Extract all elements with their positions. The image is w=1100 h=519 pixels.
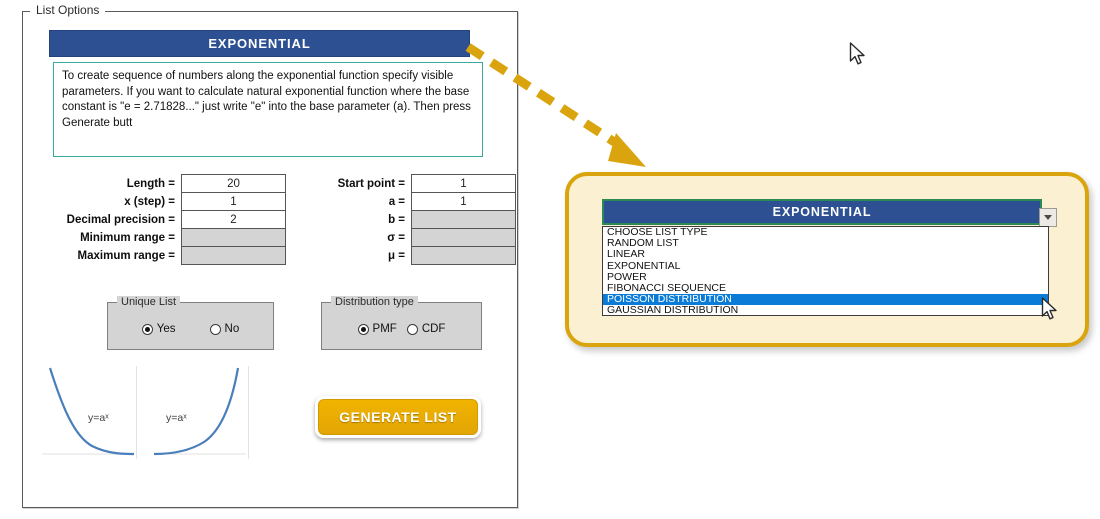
parameter-label: x (step) = xyxy=(124,195,175,208)
exponential-growth-curve-thumbnail: y=aˣ xyxy=(152,366,249,459)
unique-list-legend: Unique List xyxy=(117,296,181,308)
dropdown-selected-value[interactable]: EXPONENTIAL xyxy=(602,199,1042,225)
parameter-input xyxy=(411,210,516,229)
parameter-input[interactable]: 20 xyxy=(181,174,286,193)
radio-button-icon[interactable] xyxy=(406,323,418,335)
list-type-title-bar: EXPONENTIAL xyxy=(49,30,470,57)
distribution-type-radio-group: PMF CDF xyxy=(322,323,481,335)
dropdown-selected-text: EXPONENTIAL xyxy=(772,205,872,219)
radio-button-icon[interactable] xyxy=(357,323,369,335)
radio-option-pmf[interactable]: PMF xyxy=(357,323,397,335)
parameter-label: a = xyxy=(388,195,405,208)
parameter-label: Start point = xyxy=(337,177,405,190)
chevron-down-icon[interactable] xyxy=(1039,208,1057,227)
dropdown-option[interactable]: GAUSSIAN DISTRIBUTION xyxy=(607,304,739,316)
growth-curve-label: y=aˣ xyxy=(166,412,187,424)
parameter-row: Minimum range = xyxy=(60,228,286,247)
parameter-row: Length = 20 xyxy=(60,174,286,193)
parameter-input[interactable]: 1 xyxy=(411,192,516,211)
parameter-row: Start point = 1 xyxy=(290,174,516,193)
parameter-input xyxy=(411,246,516,265)
caret-glyph xyxy=(1044,215,1052,220)
generate-list-button[interactable]: GENERATE LIST xyxy=(315,396,481,438)
decay-curve-svg xyxy=(42,367,135,456)
distribution-type-legend: Distribution type xyxy=(331,296,418,308)
parameter-row: σ = xyxy=(290,228,516,247)
decay-curve-label: y=aˣ xyxy=(88,412,109,424)
parameter-input xyxy=(181,228,286,247)
dropdown-option[interactable]: POWER xyxy=(607,270,647,283)
dropdown-option[interactable]: FIBONACCI SEQUENCE xyxy=(607,281,727,294)
dropdown-option[interactable]: POISSON DISTRIBUTION xyxy=(603,293,1048,306)
parameter-label: Maximum range = xyxy=(77,249,175,262)
radio-button-icon[interactable] xyxy=(141,323,153,335)
radio-option-no[interactable]: No xyxy=(209,323,240,335)
unique-list-radio-group: Yes No xyxy=(108,323,273,335)
parameter-input xyxy=(181,246,286,265)
unique-list-groupbox: Unique List Yes No xyxy=(107,296,274,350)
parameter-row: μ = xyxy=(290,246,516,265)
parameter-row: Maximum range = xyxy=(60,246,286,265)
radio-option-label: CDF xyxy=(421,323,446,335)
dropdown-option[interactable]: CHOOSE LIST TYPE xyxy=(607,226,708,238)
radio-option-label: Yes xyxy=(156,323,176,335)
radio-button-icon[interactable] xyxy=(209,323,221,335)
parameter-input xyxy=(411,228,516,247)
description-textbox: To create sequence of numbers along the … xyxy=(53,62,483,157)
generate-list-button-label: GENERATE LIST xyxy=(339,409,457,425)
radio-option-label: PMF xyxy=(372,323,397,335)
parameter-label: Minimum range = xyxy=(80,231,175,244)
radio-option-label: No xyxy=(224,323,240,335)
radio-option-cdf[interactable]: CDF xyxy=(406,323,446,335)
dropdown-option[interactable]: RANDOM LIST xyxy=(607,237,679,250)
parameter-row: x (step) = 1 xyxy=(60,192,286,211)
parameter-row: a = 1 xyxy=(290,192,516,211)
list-options-legend: List Options xyxy=(30,3,106,17)
parameter-label: Length = xyxy=(126,177,175,190)
mouse-cursor-pointer xyxy=(849,42,865,65)
list-type-title-text: EXPONENTIAL xyxy=(208,36,311,51)
parameter-label: b = xyxy=(388,213,405,226)
radio-option-yes[interactable]: Yes xyxy=(141,323,176,335)
distribution-type-groupbox: Distribution type PMF CDF xyxy=(321,296,482,350)
dropdown-option[interactable]: LINEAR xyxy=(607,248,645,261)
parameter-input[interactable]: 1 xyxy=(411,174,516,193)
parameter-label: σ = xyxy=(387,231,405,244)
growth-curve-svg xyxy=(153,367,246,456)
parameter-row: Decimal precision = 2 xyxy=(60,210,286,229)
parameter-label: μ = xyxy=(388,249,405,262)
parameter-column-right: Start point = 1 a = 1 b = σ = μ = xyxy=(290,174,516,265)
parameter-input[interactable]: 2 xyxy=(181,210,286,229)
dropdown-option[interactable]: EXPONENTIAL xyxy=(607,259,681,272)
parameter-input[interactable]: 1 xyxy=(181,192,286,211)
parameter-label: Decimal precision = xyxy=(66,213,175,226)
legend-gap-mask xyxy=(51,22,503,25)
parameter-row: b = xyxy=(290,210,516,229)
exponential-decay-curve-thumbnail: y=aˣ xyxy=(40,366,137,459)
